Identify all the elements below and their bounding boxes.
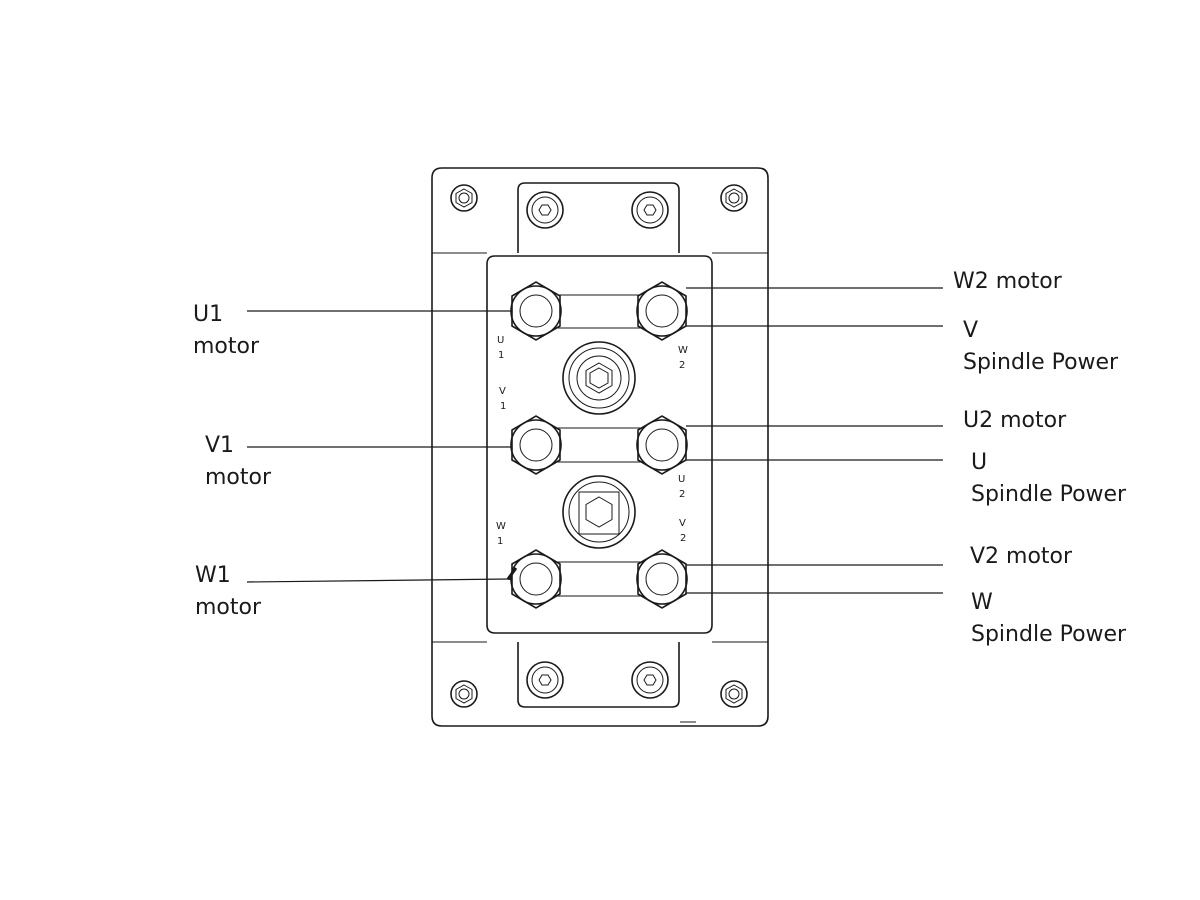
cable-gland-icon: [562, 341, 636, 415]
callout-u-spindle-subtitle: Spindle Power: [971, 482, 1127, 507]
callout-w1: W1 motor: [195, 563, 262, 620]
terminal-label-u2-number: 2: [679, 489, 685, 500]
mounting-bolt-icon: [450, 184, 478, 212]
callout-w-spindle-title: W: [971, 590, 993, 615]
terminal-label-w2-letter: W: [678, 345, 688, 356]
callout-w-spindle-subtitle: Spindle Power: [971, 622, 1127, 647]
terminal-v1: V 1: [499, 386, 562, 475]
callout-w2-title: W2 motor: [953, 269, 1063, 294]
mounting-bolt-icon: [720, 680, 748, 708]
hex-nut-terminal-icon: [636, 281, 688, 341]
callout-v-spindle: V Spindle Power: [963, 318, 1119, 375]
callout-v-spindle-subtitle: Spindle Power: [963, 350, 1119, 375]
terminal-label-w2-number: 2: [679, 360, 685, 371]
mounting-bolt-icon: [720, 184, 748, 212]
clamp-bolt-icon: [526, 191, 564, 229]
terminal-label-u1-number: 1: [498, 350, 504, 361]
hex-nut-terminal-icon: [636, 549, 688, 609]
terminal-label-u2-letter: U: [678, 474, 685, 485]
terminal-label-w1-letter: W: [496, 521, 506, 532]
callout-w1-title: W1: [195, 563, 231, 588]
callout-v2: V2 motor: [970, 544, 1073, 569]
callout-v2-title: V2 motor: [970, 544, 1073, 569]
callout-w1-subtitle: motor: [195, 595, 262, 620]
terminal-u1: U 1: [497, 281, 562, 361]
clamp-bolt-icon: [631, 191, 669, 229]
terminal-u2: U 2: [636, 415, 688, 500]
callout-u1-subtitle: motor: [193, 334, 260, 359]
leader-lines: [246, 287, 943, 594]
hex-nut-terminal-icon: [510, 549, 562, 609]
callout-w-spindle: W Spindle Power: [971, 590, 1127, 647]
callout-u2-title: U2 motor: [963, 408, 1067, 433]
callout-v-spindle-title: V: [963, 318, 978, 343]
callout-u1-title: U1: [193, 302, 223, 327]
clamp-bolt-icon: [631, 661, 669, 699]
terminal-label-v1-letter: V: [499, 386, 506, 397]
terminal-w1: W 1: [496, 521, 562, 609]
callout-u-spindle: U Spindle Power: [971, 450, 1127, 507]
callout-w2: W2 motor: [953, 269, 1063, 294]
terminal-label-u1-letter: U: [497, 335, 504, 346]
clamp-bolt-icon: [526, 661, 564, 699]
terminal-w2: W 2: [636, 281, 688, 371]
callout-u1: U1 motor: [193, 302, 260, 359]
callout-u2: U2 motor: [963, 408, 1067, 433]
cable-gland-icon: [562, 475, 636, 549]
hex-nut-terminal-icon: [510, 281, 562, 341]
terminal-label-v2-letter: V: [679, 518, 686, 529]
terminal-label-v2-number: 2: [680, 533, 686, 544]
callout-v1: V1 motor: [205, 433, 272, 490]
terminal-label-v1-number: 1: [500, 401, 506, 412]
leader-w1: [246, 578, 513, 583]
callout-u-spindle-title: U: [971, 450, 987, 475]
hex-nut-terminal-icon: [510, 415, 562, 475]
callout-v1-title: V1: [205, 433, 234, 458]
terminal-label-w1-number: 1: [497, 536, 503, 547]
terminal-v2: V 2: [636, 518, 688, 609]
callout-v1-subtitle: motor: [205, 465, 272, 490]
mounting-bolt-icon: [450, 680, 478, 708]
